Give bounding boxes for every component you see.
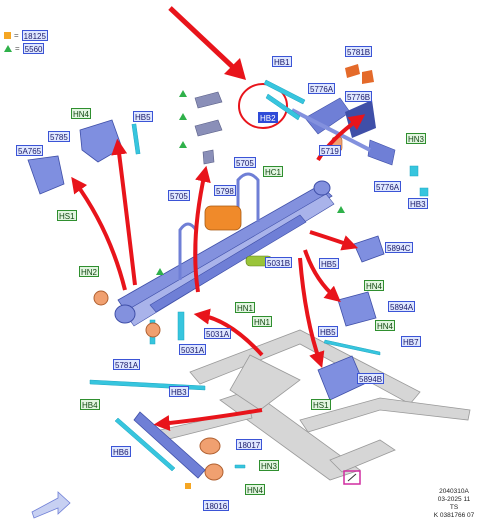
label-hn3-right: HN3: [406, 133, 427, 144]
label-hb5-top: HB5: [133, 111, 153, 122]
label-hs1-right: HS1: [311, 399, 331, 410]
label-hn4-top: HN4: [71, 108, 92, 119]
orange-square-icon: [4, 32, 11, 39]
doc-date: 03-2025 11: [437, 496, 471, 503]
doc-type: TS: [449, 504, 459, 511]
legend-item-18125: = 18125: [4, 30, 48, 41]
document-info: 2040310A 03-2025 11 TS K 0381766 07: [419, 488, 489, 520]
doc-ref: K 0381766 07: [433, 512, 475, 519]
label-hb4: HB4: [80, 399, 100, 410]
label-hb6: HB6: [111, 446, 131, 457]
legend-code-18125: 18125: [21, 30, 48, 41]
mark-triangles: [156, 90, 345, 275]
label-hc1: HC1: [263, 166, 284, 177]
label-5781b: 5781B: [345, 46, 373, 57]
label-5031b: 5031B: [265, 257, 293, 268]
label-hb1: HB1: [272, 56, 292, 67]
label-5785: 5785: [48, 131, 70, 142]
label-18017: 18017: [236, 439, 263, 450]
label-5705-top: 5705: [234, 157, 256, 168]
label-hb5-mid: HB5: [319, 258, 339, 269]
label-5894b: 5894B: [357, 373, 385, 384]
label-hb3-right: HB3: [408, 198, 428, 209]
label-5776b: 5776B: [345, 91, 373, 102]
label-hn1-b: HN1: [252, 316, 273, 327]
shock-absorber: [133, 411, 206, 479]
mark-squares: [185, 483, 191, 489]
label-5719: 5719: [319, 145, 341, 156]
orientation-arrow: [31, 491, 71, 519]
label-5776a-top: 5776A: [308, 83, 336, 94]
label-18016: 18016: [203, 500, 230, 511]
label-5705-left: 5705: [168, 190, 190, 201]
green-triangle-icon: [4, 45, 12, 52]
shackle-assembly: [291, 64, 396, 166]
label-hn4-bottom: HN4: [245, 484, 266, 495]
label-5031a-bottom: 5031A: [179, 344, 207, 355]
label-5894a: 5894A: [388, 301, 416, 312]
label-hn4-mid: HN4: [364, 280, 385, 291]
label-hb3-mid: HB3: [169, 386, 189, 397]
label-5031a-top: 5031A: [204, 328, 232, 339]
assembly-arrows: [71, 114, 366, 432]
label-5798: 5798: [214, 185, 236, 196]
label-hn2: HN2: [79, 266, 100, 277]
label-hn4-low: HN4: [375, 320, 396, 331]
highlight-ring: [238, 83, 288, 129]
callout-pointer-arrow: [168, 6, 246, 80]
label-hn3-bottom: HN3: [259, 460, 280, 471]
shims: [194, 91, 223, 165]
view-marker: [343, 470, 361, 485]
label-5a765: 5A765: [16, 145, 44, 156]
leaf-spring: [114, 180, 335, 327]
label-hb7: HB7: [401, 336, 421, 347]
bolts: [89, 79, 429, 472]
doc-code: 2040310A: [439, 488, 469, 495]
label-hb5-low: HB5: [318, 326, 338, 337]
legend-code-5560: 5560: [22, 43, 45, 54]
label-5776a-right: 5776A: [374, 181, 402, 192]
label-hn1-a: HN1: [235, 302, 256, 313]
label-5781a: 5781A: [113, 359, 141, 370]
legend-item-5560: = 5560: [4, 43, 45, 54]
label-hs1-left: HS1: [57, 210, 77, 221]
label-hb2: HB2: [258, 112, 278, 123]
label-5894c: 5894C: [385, 242, 413, 253]
brackets: [27, 119, 385, 401]
